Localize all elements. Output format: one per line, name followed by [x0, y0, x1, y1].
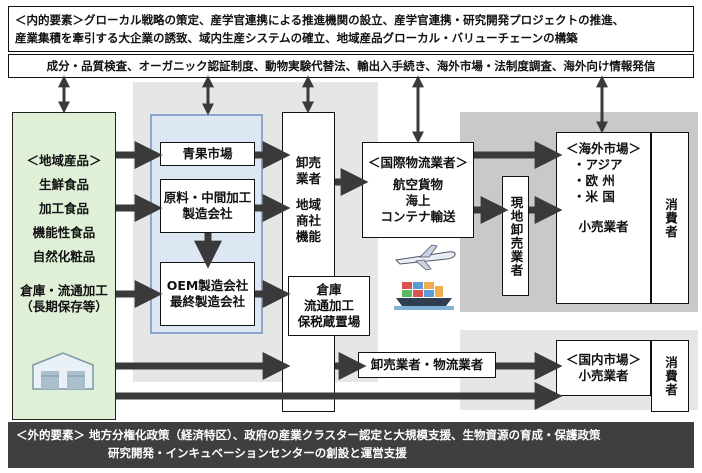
- overseas-retail-label: 小売業者: [578, 219, 629, 234]
- domestic-consumer-label: 消費者: [663, 355, 678, 397]
- produce-market-label: 青果市場: [182, 146, 233, 161]
- bonded-storage-label: 保税蔵置場: [297, 314, 361, 329]
- support-services-text: 成分・品質検査、オーガニック認証制度、動物実験代替法、輸出入手続き、海外市場・法…: [46, 59, 656, 73]
- regional-product-item: 生鮮食品: [38, 177, 89, 192]
- wholesale-label-2: 業者: [295, 171, 321, 186]
- support-services-box: 成分・品質検査、オーガニック認証制度、動物実験代替法、輸出入手続き、海外市場・法…: [8, 54, 694, 78]
- regional-product-item: 加工食品: [38, 201, 89, 216]
- sea-label: 海上: [405, 193, 431, 208]
- wholesale-label: 卸売: [295, 155, 321, 170]
- external-factors-line1: ＜外的要素＞ 地方分権化政策（経済特区）、政府の産業クラスター認定と大規模支援、…: [16, 428, 601, 442]
- region-asia: ・アジア: [573, 157, 623, 172]
- regional-product-item: 機能性食品: [32, 225, 96, 240]
- container-ship-icon: [392, 278, 456, 312]
- domestic-market-box: ＜国内市場＞ 小売業者: [556, 340, 651, 396]
- region-europe: ・欧 州: [573, 173, 615, 188]
- external-factors-line2: 研究開発・インキュベーションセンターの創設と運営支援: [108, 446, 407, 460]
- produce-market-box: 青果市場: [160, 142, 255, 166]
- regional-trading-label-2: 商社: [295, 213, 321, 228]
- logistics-title: ＜国際物流業者＞: [367, 155, 468, 170]
- domestic-consumer-box: 消費者: [651, 340, 689, 412]
- wholesale-box: 卸売 業者 地域 商社 機能: [282, 112, 335, 412]
- oem-manufacturer-box: OEM製造会社 最終製造会社: [160, 262, 255, 326]
- external-factors-box: ＜外的要素＞ 地方分権化政策（経済特区）、政府の産業クラスター認定と大規模支援、…: [8, 422, 694, 468]
- air-cargo-label: 航空貨物: [392, 177, 443, 192]
- bonded-warehouse-box: 倉庫 流通加工 保税蔵置場: [288, 276, 370, 336]
- domestic-distributor-box: 卸売業者・物流業者: [358, 352, 496, 378]
- international-logistics-box: ＜国際物流業者＞ 航空貨物 海上 コンテナ輸送: [362, 142, 474, 238]
- regional-product-item: 自然化粧品: [32, 249, 96, 264]
- regional-products-box: ＜地域産品＞ 生鮮食品 加工食品 機能性食品 自然化粧品 倉庫・流通加工 （長期…: [12, 112, 116, 420]
- domestic-retail-label: 小売業者: [578, 368, 629, 383]
- distribution-processing-label: 流通加工: [303, 298, 354, 313]
- internal-factors-line1: ＜内的要素＞グローカル戦略の策定、産学官連携による推進機関の設立、産学官連携・研…: [15, 13, 625, 27]
- domestic-market-title: ＜国内市場＞: [565, 352, 641, 367]
- internal-factors-line2: 産業集積を牽引する大企業の誘致、域内生産システムの確立、地域産品グローカル・バリ…: [15, 31, 578, 45]
- regional-trading-label: 地域: [295, 197, 321, 212]
- region-usa: ・米 国: [573, 189, 615, 204]
- processing-company-label-2: 製造会社: [182, 206, 233, 221]
- oem-manufacturer-label: OEM製造会社: [166, 278, 249, 293]
- overseas-market-title: ＜海外市場＞: [565, 141, 641, 156]
- internal-factors-box: ＜内的要素＞グローカル戦略の策定、産学官連携による推進機関の設立、産学官連携・研…: [8, 6, 694, 52]
- regional-products-title: ＜地域産品＞: [26, 153, 102, 168]
- local-wholesale-label: 現地卸売業者: [508, 195, 524, 277]
- processing-company-label: 原料・中間加工: [163, 190, 252, 205]
- warehouse-icon: [31, 351, 95, 391]
- regional-trading-label-3: 機能: [295, 229, 321, 244]
- overseas-consumer-box: 消費者: [651, 132, 689, 304]
- final-manufacturer-label: 最終製造会社: [169, 294, 245, 309]
- container-label: コンテナ輸送: [380, 209, 456, 224]
- domestic-distributor-label: 卸売業者・物流業者: [370, 357, 484, 372]
- processing-company-box: 原料・中間加工 製造会社: [160, 179, 255, 233]
- overseas-consumer-label: 消費者: [663, 197, 678, 239]
- warehouse-label: 倉庫: [316, 282, 342, 297]
- overseas-market-box: ＜海外市場＞ ・アジア ・欧 州 ・米 国 小売業者: [556, 132, 651, 304]
- storage-label: 倉庫・流通加工: [20, 283, 108, 298]
- storage-note: （長期保存等）: [20, 299, 108, 314]
- airplane-icon: [392, 242, 458, 272]
